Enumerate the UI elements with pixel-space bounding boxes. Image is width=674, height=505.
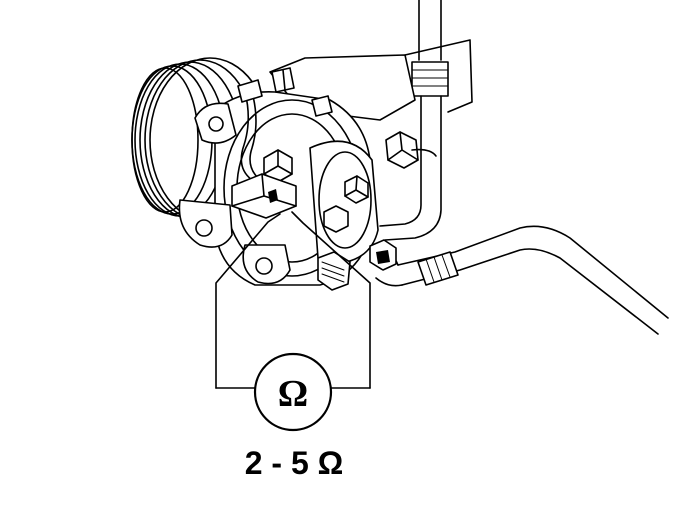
bolt-right-lower: [369, 239, 397, 271]
ohmmeter-dial: [253, 352, 333, 432]
ohm-symbol: Ω: [278, 373, 308, 415]
mounting-bolts: [263, 67, 437, 291]
bolt-rear-upper: [344, 175, 369, 204]
upper-refrigerant-pipe: [379, 0, 449, 241]
lower-refrigerant-pipe: [375, 225, 669, 335]
bolt-rear-lower: [323, 205, 349, 233]
bolt-bottom: [317, 251, 351, 291]
ohmmeter-test-leads: [215, 211, 371, 389]
ohmmeter: Ω: [253, 352, 333, 432]
clutch-connector: [231, 173, 297, 219]
bolt-top-left: [271, 67, 295, 93]
bolt-right-upper: [385, 131, 437, 169]
clutch-wire-harness: [231, 79, 297, 219]
bolt-upper: [311, 95, 333, 117]
resistance-specification: 2 - 5 Ω: [245, 445, 344, 481]
